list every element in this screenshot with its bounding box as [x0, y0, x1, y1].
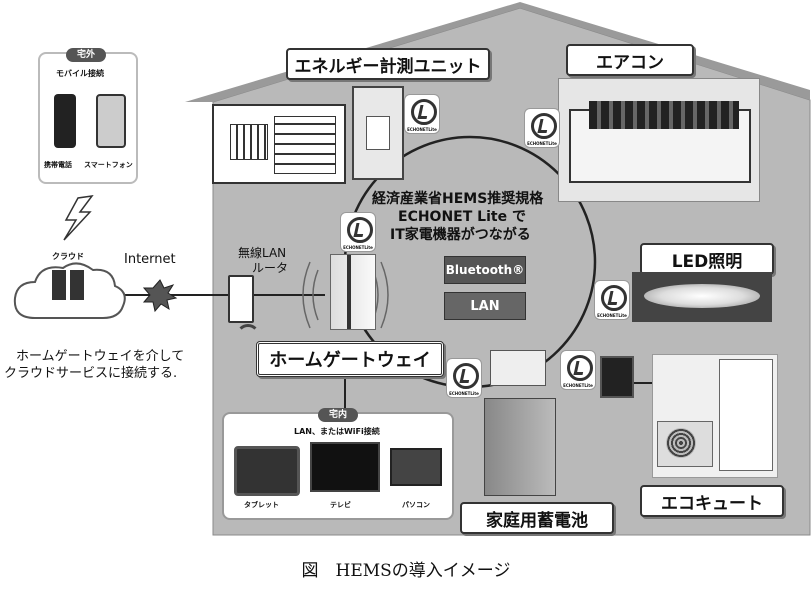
router-label-1: 無線LAN [238, 246, 287, 260]
tablet-label: タブレット [244, 501, 279, 509]
battery-image [484, 398, 556, 496]
echonet-logo-led: ECHONETLite [594, 280, 630, 320]
figure-caption: 図 HEMSの導入イメージ [301, 561, 511, 581]
tv-label: テレビ [330, 501, 351, 509]
breaker-row [274, 116, 336, 174]
led-light-fixture [644, 284, 760, 308]
cloud-shape [13, 262, 126, 319]
server-icon-2 [70, 270, 84, 300]
lightning-icon [63, 195, 94, 241]
wifi-waves-left [302, 261, 319, 329]
ecocute-tank [719, 359, 773, 471]
internet-burst-icon [142, 279, 178, 313]
gateway-label: ホームゲートウェイ [256, 341, 444, 377]
laptop-icon [390, 448, 442, 486]
cloud-label: クラウド [52, 252, 84, 261]
smartphone-label: スマートフォン [84, 161, 133, 169]
center-text-1: 経済産業省HEMS推奨規格 [372, 191, 544, 207]
router-label-2: ルータ [252, 261, 289, 275]
pc-label: パソコン [402, 501, 430, 509]
breaker-block [230, 124, 268, 160]
flip-phone-icon [54, 94, 76, 148]
outside-badge: 宅外 [66, 48, 106, 62]
outside-panel: 宅外 モバイル接続 携帯電話 スマートフォン [38, 48, 138, 184]
energy-unit-label: エネルギー計測ユニット [286, 48, 490, 80]
led-label: LED照明 [640, 243, 774, 275]
cloud-caption-1: ホームゲートウェイを介して [16, 349, 185, 364]
wireless-router-icon [228, 275, 254, 323]
distribution-board [212, 104, 346, 184]
echonet-logo-gateway: ECHONETLite [340, 212, 376, 252]
battery-controller [490, 350, 546, 386]
cloud-caption-2: クラウドサービスに接続する. [4, 366, 178, 381]
home-gateway-device [330, 254, 376, 330]
ecocute-label: エコキュート [640, 485, 784, 517]
battery-label: 家庭用蓄電池 [460, 502, 614, 534]
energy-measurement-unit [352, 86, 404, 180]
inside-panel: 宅内 LAN、またはWiFi接続 タブレット テレビ パソコン [222, 408, 454, 520]
aircon-image [558, 78, 760, 202]
bluetooth-button: Bluetooth® [444, 256, 526, 284]
center-text-2: ECHONET Lite で [398, 209, 526, 225]
internet-label: Internet [124, 252, 176, 267]
center-text-3: IT家電機器がつながる [390, 227, 531, 243]
ecocute-image [652, 354, 778, 478]
gateway-stripe [347, 255, 351, 329]
aircon-filter [589, 101, 739, 129]
unit-display [366, 116, 390, 150]
tv-icon [310, 442, 380, 492]
ecocute-heatpump [657, 421, 713, 467]
heatpump-fan [666, 428, 696, 458]
inside-badge: 宅内 [318, 408, 358, 422]
echonet-logo-aircon: ECHONETLite [524, 108, 560, 148]
echonet-logo-ecocute: ECHONETLite [560, 350, 596, 390]
led-light-image [632, 272, 772, 322]
tablet-icon [234, 446, 300, 496]
phone-label: 携帯電話 [44, 161, 72, 169]
inside-subtitle: LAN、またはWiFi接続 [294, 427, 380, 436]
lan-button: LAN [444, 292, 526, 320]
smartphone-icon [96, 94, 126, 148]
server-icon-1 [52, 270, 66, 300]
outside-subtitle: モバイル接続 [56, 69, 104, 78]
echonet-logo-battery: ECHONETLite [446, 358, 482, 398]
router-wifi-icon [236, 324, 260, 348]
ecocute-remote [600, 356, 634, 398]
aircon-label: エアコン [566, 44, 694, 76]
echonet-logo-energy: ECHONETLite [404, 94, 440, 134]
